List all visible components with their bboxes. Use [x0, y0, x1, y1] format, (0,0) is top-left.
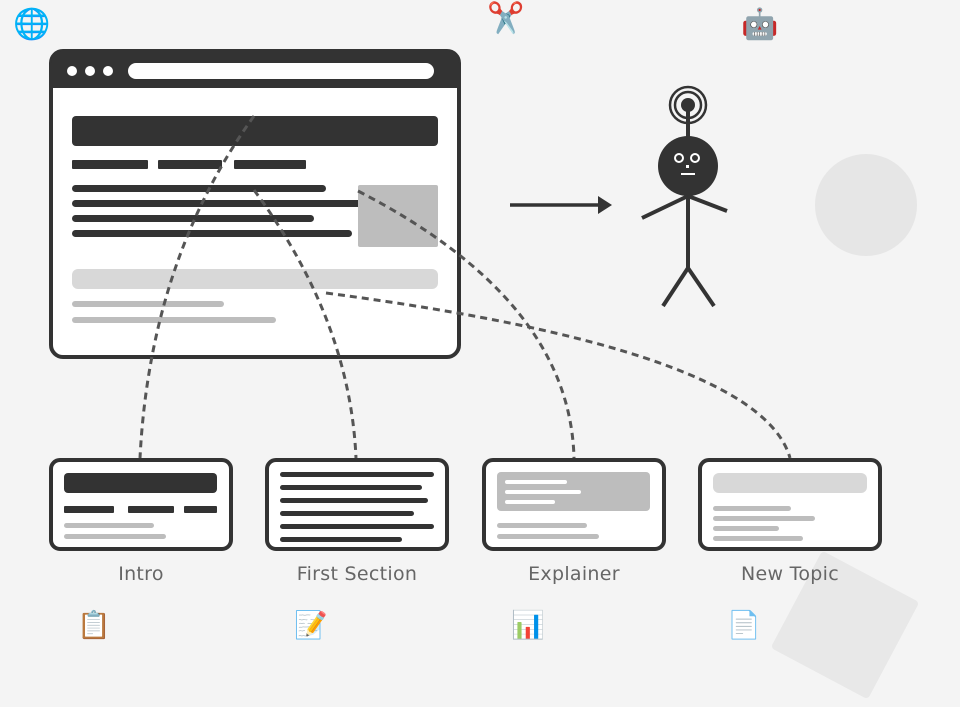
- connector-intro: [138, 115, 256, 459]
- section-label-first-section: First Section: [296, 563, 418, 585]
- window-dot-icon: [103, 66, 113, 76]
- nav-block: [72, 160, 148, 169]
- image-placeholder: [358, 185, 438, 247]
- section-label-new-topic: New Topic: [741, 563, 839, 585]
- gray-bar: [72, 269, 438, 289]
- section-label-explainer: Explainer: [528, 563, 620, 585]
- section-card-intro: [49, 458, 233, 551]
- window-dot-icon: [85, 66, 95, 76]
- section-card-new-topic: [698, 458, 882, 551]
- text-line: [72, 230, 352, 237]
- bar-chart-icon: 📊: [511, 610, 545, 641]
- decor-circle: [815, 154, 917, 256]
- connector-first-section: [252, 189, 358, 459]
- arrow-right-icon: [510, 196, 612, 214]
- memo-icon: 📝: [294, 610, 328, 641]
- gray-line: [72, 317, 276, 323]
- decor-square: [772, 552, 918, 698]
- address-bar: [128, 63, 434, 79]
- robot-icon: 🤖: [741, 7, 779, 42]
- gray-line: [72, 301, 224, 307]
- window-dot-icon: [67, 66, 77, 76]
- page-icon: 📄: [727, 610, 761, 641]
- robot-figure-icon: [641, 85, 728, 308]
- connector-explainer: [357, 189, 576, 459]
- page-heading-block: [72, 116, 438, 146]
- text-line: [72, 215, 314, 222]
- text-line: [72, 200, 378, 207]
- scissors-icon: ✂️: [487, 1, 525, 36]
- connector-new-topic: [325, 291, 792, 459]
- nav-block: [234, 160, 306, 169]
- globe-icon: 🌐: [13, 7, 51, 42]
- browser-window: [49, 49, 461, 359]
- dashed-connectors: [138, 115, 792, 459]
- section-label-intro: Intro: [118, 563, 164, 585]
- nav-block: [158, 160, 222, 169]
- text-line: [72, 185, 326, 192]
- clipboard-icon: 📋: [77, 610, 111, 641]
- section-card-first-section: [265, 458, 449, 551]
- section-card-explainer: [482, 458, 666, 551]
